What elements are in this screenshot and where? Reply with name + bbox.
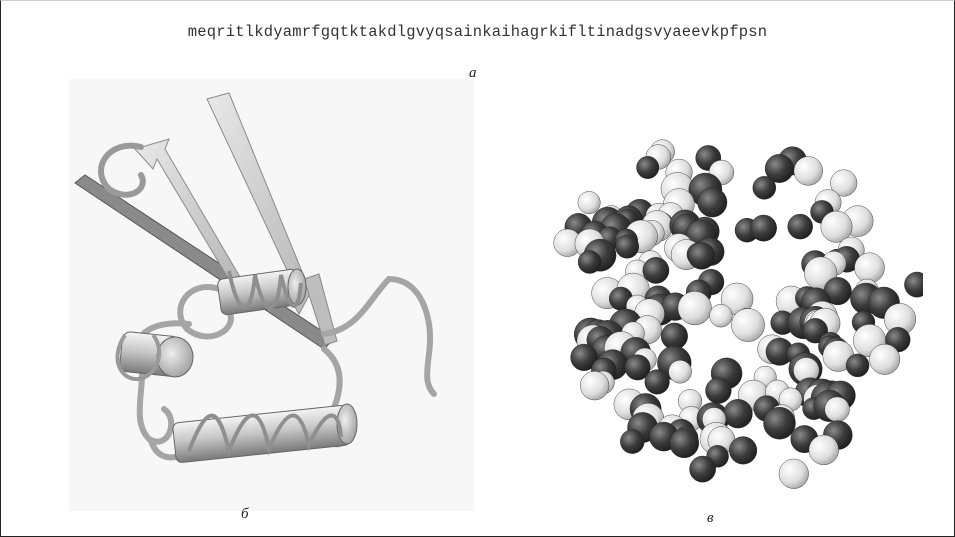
atom-light [855, 253, 885, 283]
atom-dark [729, 437, 757, 465]
atom-dark [788, 214, 813, 239]
atom-light [794, 157, 823, 186]
atom-light [809, 435, 839, 465]
atom-dark [698, 188, 727, 217]
atom-dark [764, 407, 796, 439]
atom-dark [753, 176, 776, 199]
atom-dark [690, 456, 716, 482]
atom-dark [645, 370, 670, 395]
atom-dark [751, 215, 777, 241]
atom-dark [615, 235, 638, 258]
atom-dark [637, 156, 659, 178]
label-b: б [241, 506, 249, 523]
atom-light [825, 397, 850, 422]
atom-light [779, 459, 809, 489]
atom-cluster [554, 140, 923, 489]
atom-dark [670, 429, 699, 458]
atom-light [678, 291, 712, 325]
atom-dark [724, 399, 753, 428]
alpha-helix-left [118, 331, 193, 379]
atom-dark [706, 378, 732, 404]
label-c: в [707, 510, 714, 527]
atom-dark [643, 257, 669, 283]
ribbon-structure-image [69, 79, 474, 511]
atom-light [669, 360, 692, 383]
atom-light [710, 304, 733, 327]
atom-light [731, 308, 764, 341]
atom-dark [578, 251, 601, 274]
atom-dark [661, 323, 688, 350]
protein-sequence: meqritlkdyamrfgqtktakdlgvyqsainkaihagrki… [1, 23, 954, 41]
atom-dark [620, 430, 644, 454]
atom-dark [846, 354, 869, 377]
atom-dark [904, 272, 923, 297]
atom-dark [688, 243, 715, 270]
atom-light [578, 191, 600, 213]
atom-light [870, 344, 900, 374]
atom-light [580, 371, 609, 400]
space-filling-structure-image [533, 91, 923, 501]
